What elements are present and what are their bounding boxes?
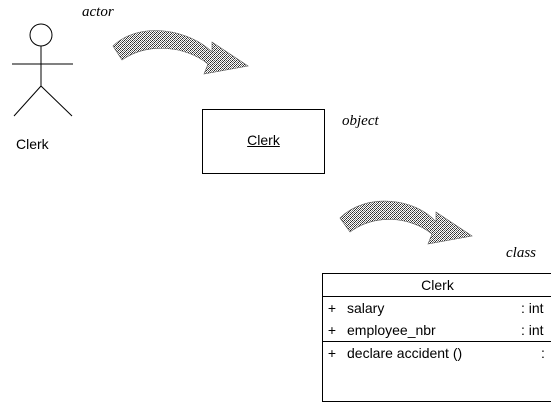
class-box[interactable]: Clerk + salary : int + employee_nbr : in… [322, 273, 551, 402]
class-attribute-row: + employee_nbr : int [323, 319, 551, 341]
visibility-marker: + [327, 322, 337, 338]
class-operation-row: + declare accident () : [323, 342, 551, 364]
curved-arrow-actor-to-object [112, 30, 249, 75]
visibility-marker: + [327, 300, 337, 316]
operation-signature: declare accident () [347, 345, 463, 361]
object-stereotype-label: object [342, 113, 379, 129]
class-stereotype-label: class [506, 245, 536, 261]
class-name: Clerk [421, 277, 454, 293]
attribute-type: : int [521, 322, 544, 338]
class-attributes-divider [323, 341, 551, 342]
curved-arrow-object-to-class [339, 200, 473, 245]
attribute-name: employee_nbr [347, 322, 436, 338]
visibility-marker: + [327, 345, 337, 361]
actor-stick-figure [12, 23, 73, 117]
attribute-type: : int [521, 300, 544, 316]
class-name-divider [323, 296, 551, 297]
actor-name: Clerk [16, 136, 49, 152]
actor-stereotype-label: actor [82, 4, 114, 20]
object-name: Clerk [247, 132, 280, 148]
operation-type: : [541, 345, 545, 361]
class-attribute-row: + salary : int [323, 297, 551, 319]
object-box[interactable]: Clerk [202, 109, 325, 174]
attribute-name: salary [347, 300, 385, 316]
